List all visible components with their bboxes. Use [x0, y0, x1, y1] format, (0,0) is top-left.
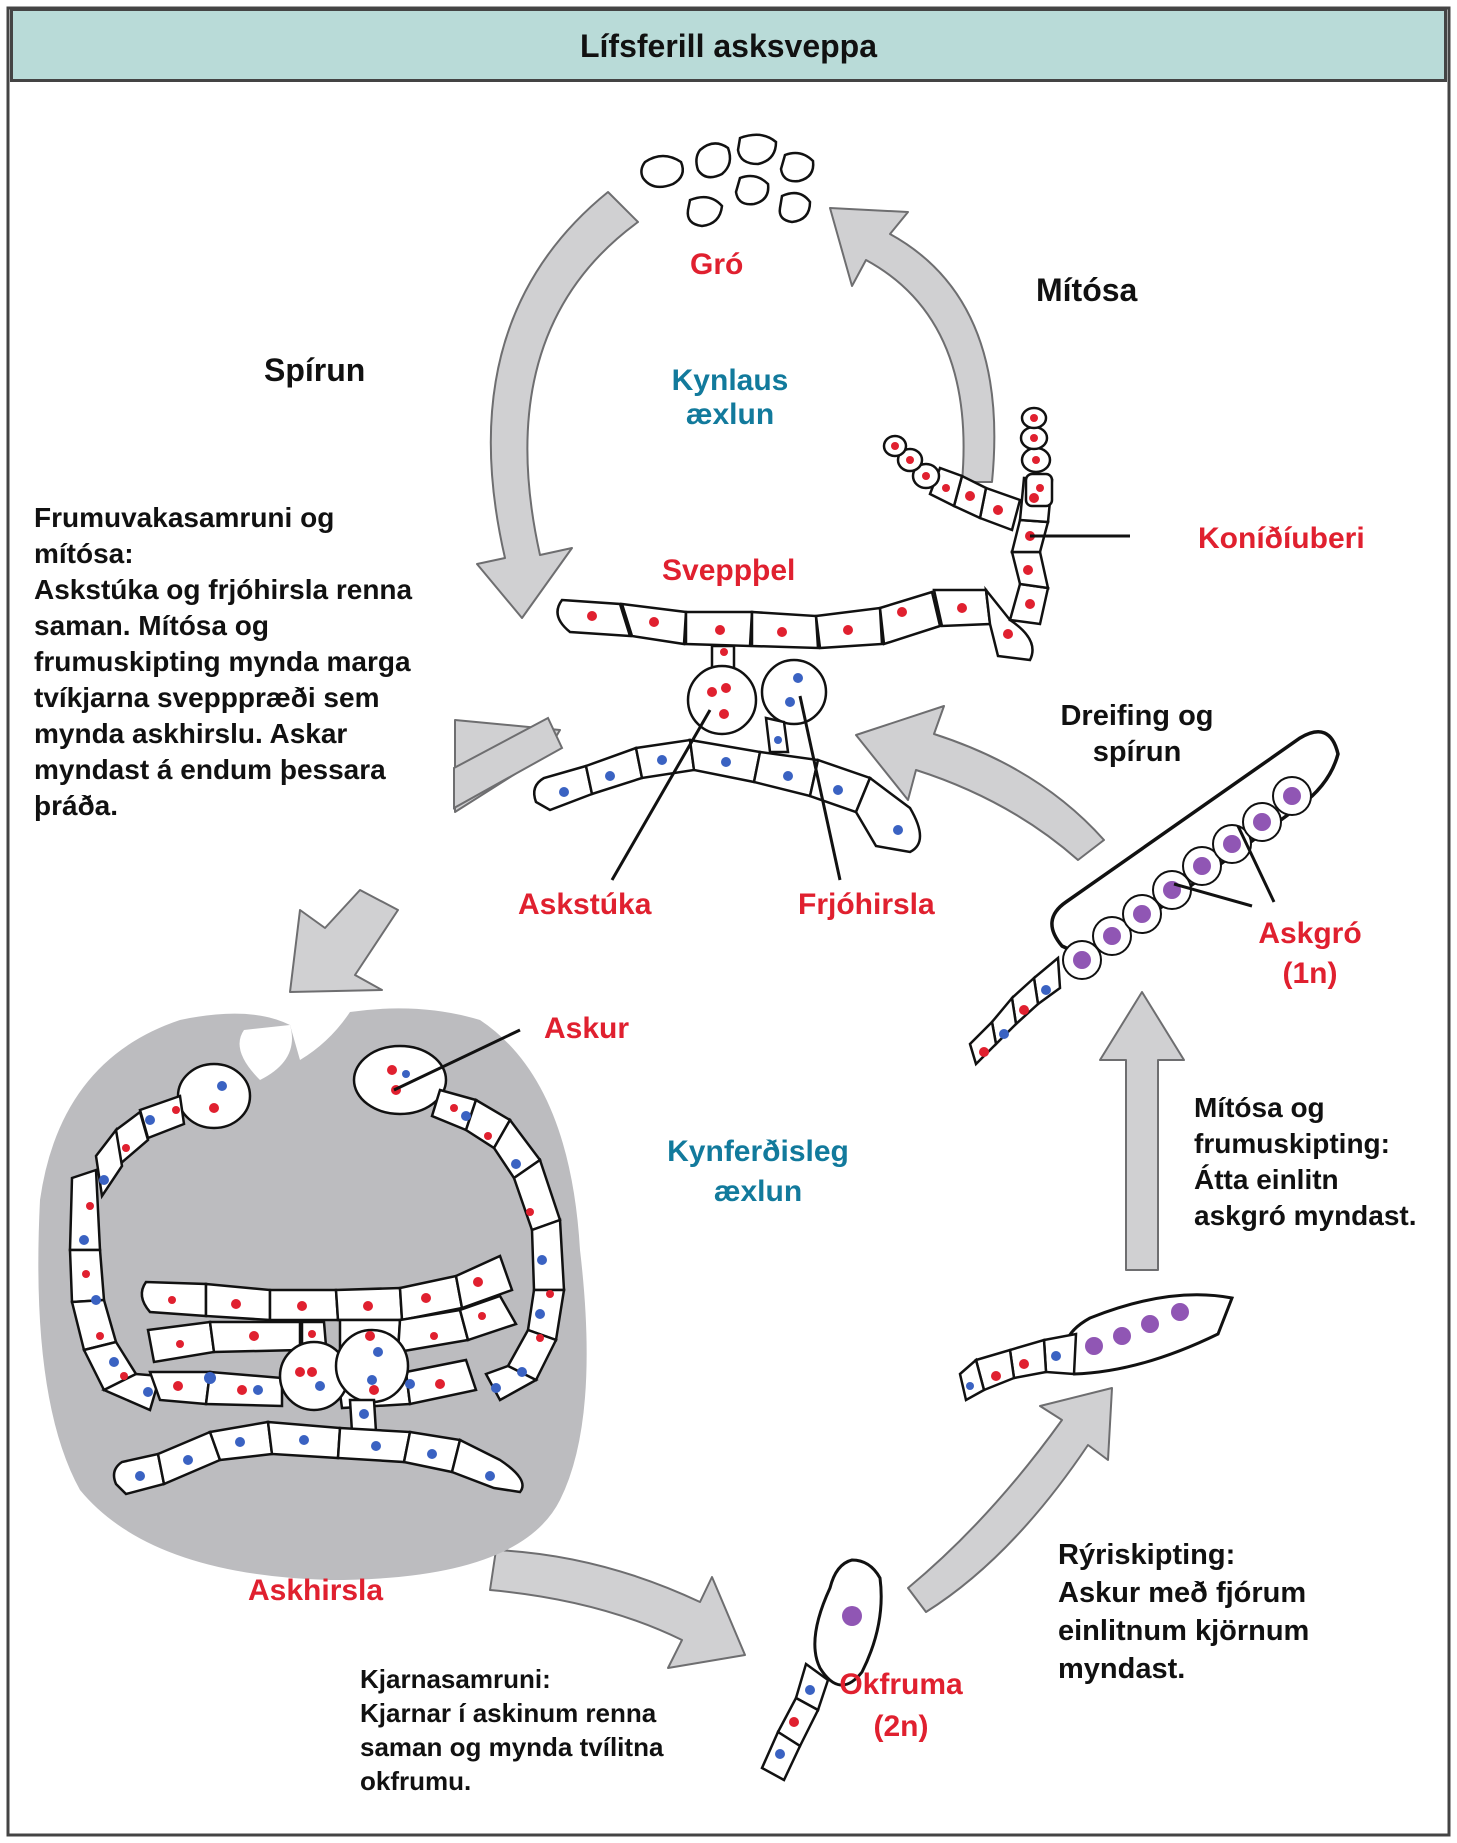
- label-dreifing-line1: Dreifing og: [1060, 700, 1214, 732]
- arrow-kjarnasamruni: [489, 1549, 746, 1669]
- askur-eight-spores: [968, 730, 1340, 1067]
- label-dreifing-line2: spírun: [1092, 736, 1182, 768]
- desc-ryriskipting: Rýriskipting: Askur með fjórum einlitnum…: [1058, 1536, 1348, 1688]
- nuclei-red-top: [587, 414, 1044, 719]
- label-kynlaus-line2: æxlun: [685, 398, 775, 431]
- label-svepppel: Sveppþel: [662, 554, 796, 587]
- askur-four-nuclei: [958, 1293, 1235, 1402]
- label-askhirsla: Askhirsla: [248, 1574, 384, 1607]
- label-askur: Askur: [544, 1012, 630, 1045]
- arrow-dreifing: [855, 705, 1105, 861]
- outer-border: [6, 6, 1451, 1837]
- askgro-pointer: [1173, 825, 1276, 908]
- desc-ryriskipting-line: Rýriskipting:: [1058, 1539, 1236, 1571]
- desc-frumuvaka-line: þráða.: [34, 790, 119, 821]
- nuclei-blue-askhirsla: [79, 1070, 547, 1481]
- diagram-title: Lífsferill asksveppa: [579, 28, 878, 64]
- arrow-mitosa: [829, 207, 996, 483]
- desc-frumuvaka-line: Frumuvakasamruni og: [34, 502, 335, 533]
- label-askgro: Askgró (1n): [1240, 914, 1380, 994]
- arrow-spirun: [476, 191, 639, 619]
- desc-frumuvaka-line: frumuskipting mynda marga: [34, 646, 411, 677]
- desc-mitosa-line: askgró myndast.: [1194, 1200, 1417, 1231]
- desc-ryriskipting-line: einlitnum kjörnum: [1058, 1615, 1310, 1647]
- nuclei-purple-askur: [1085, 1303, 1189, 1355]
- label-mitosa: Mítósa: [1036, 272, 1138, 308]
- desc-kjarnasamruni-line: saman og mynda tvílitna: [360, 1732, 664, 1762]
- desc-ryriskipting-line: Askur með fjórum: [1058, 1577, 1307, 1609]
- desc-mitosa-line: Átta einlitn: [1194, 1164, 1339, 1195]
- arrow-mitosa-frumuskipting: [1099, 991, 1185, 1271]
- label-kynlaus: Kynlaus æxlun: [650, 364, 810, 432]
- desc-kjarnasamruni-line: okfrumu.: [360, 1766, 472, 1796]
- desc-mitosa-frumuskipting: Mítósa og frumuskipting: Átta einlitn as…: [1194, 1090, 1444, 1234]
- arrow-frumuvaka: [453, 716, 564, 810]
- label-okfruma-line1: Okfruma: [839, 1668, 963, 1701]
- desc-frumuvaka-line: myndast á endum þessara: [34, 754, 386, 785]
- label-okfruma: Okfruma (2n): [816, 1664, 986, 1748]
- label-askgro-line1: Askgró: [1258, 917, 1362, 950]
- label-dreifing: Dreifing og spírun: [1042, 698, 1232, 770]
- desc-frumuvaka: Frumuvakasamruni og mítósa: Askstúka og …: [34, 500, 454, 824]
- label-frjohirsla: Frjóhirsla: [798, 888, 935, 921]
- label-askgro-line2: (1n): [1282, 957, 1338, 990]
- label-okfruma-line2: (2n): [873, 1710, 929, 1743]
- label-kynferdisleg-line1: Kynferðisleg: [667, 1135, 849, 1168]
- spores: [640, 133, 815, 228]
- nuclei-blue-top: [559, 673, 903, 835]
- label-askstuka: Askstúka: [518, 888, 652, 921]
- desc-kjarnasamruni-line: Kjarnar í askinum renna: [360, 1698, 657, 1728]
- label-kynlaus-line1: Kynlaus: [671, 364, 789, 397]
- label-kynferdisleg-line2: æxlun: [713, 1175, 803, 1208]
- label-konidiuberi: Koníðíuberi: [1198, 522, 1365, 555]
- desc-frumuvaka-line: mítósa:: [34, 538, 134, 569]
- desc-kjarnasamruni: Kjarnasamruni: Kjarnar í askinum renna s…: [360, 1662, 720, 1798]
- desc-frumuvaka-line: saman. Mítósa og: [34, 610, 269, 641]
- desc-frumuvaka-line: tvíkjarna svepppræði sem: [34, 682, 380, 713]
- label-gro: Gró: [690, 248, 744, 281]
- desc-frumuvaka-line: mynda askhirslu. Askar: [34, 718, 348, 749]
- label-kynferdisleg: Kynferðisleg æxlun: [648, 1132, 868, 1212]
- desc-ryriskipting-line: myndast.: [1058, 1653, 1186, 1685]
- desc-mitosa-line: Mítósa og: [1194, 1092, 1325, 1123]
- label-spirun: Spírun: [264, 352, 366, 388]
- arrow-ryriskipting: [907, 1387, 1113, 1613]
- desc-frumuvaka-line: Askstúka og frjóhirsla renna: [34, 574, 413, 605]
- nuclei-red-askhirsla: [82, 1065, 554, 1395]
- pointer-lines-top: [610, 534, 1130, 881]
- desc-mitosa-line: frumuskipting:: [1194, 1128, 1390, 1159]
- desc-kjarnasamruni-line: Kjarnasamruni:: [360, 1664, 551, 1694]
- askur-pointer: [393, 1028, 521, 1092]
- nucleus-purple-okfruma: [842, 1606, 862, 1626]
- arrow-to-askhirsla: [289, 889, 399, 993]
